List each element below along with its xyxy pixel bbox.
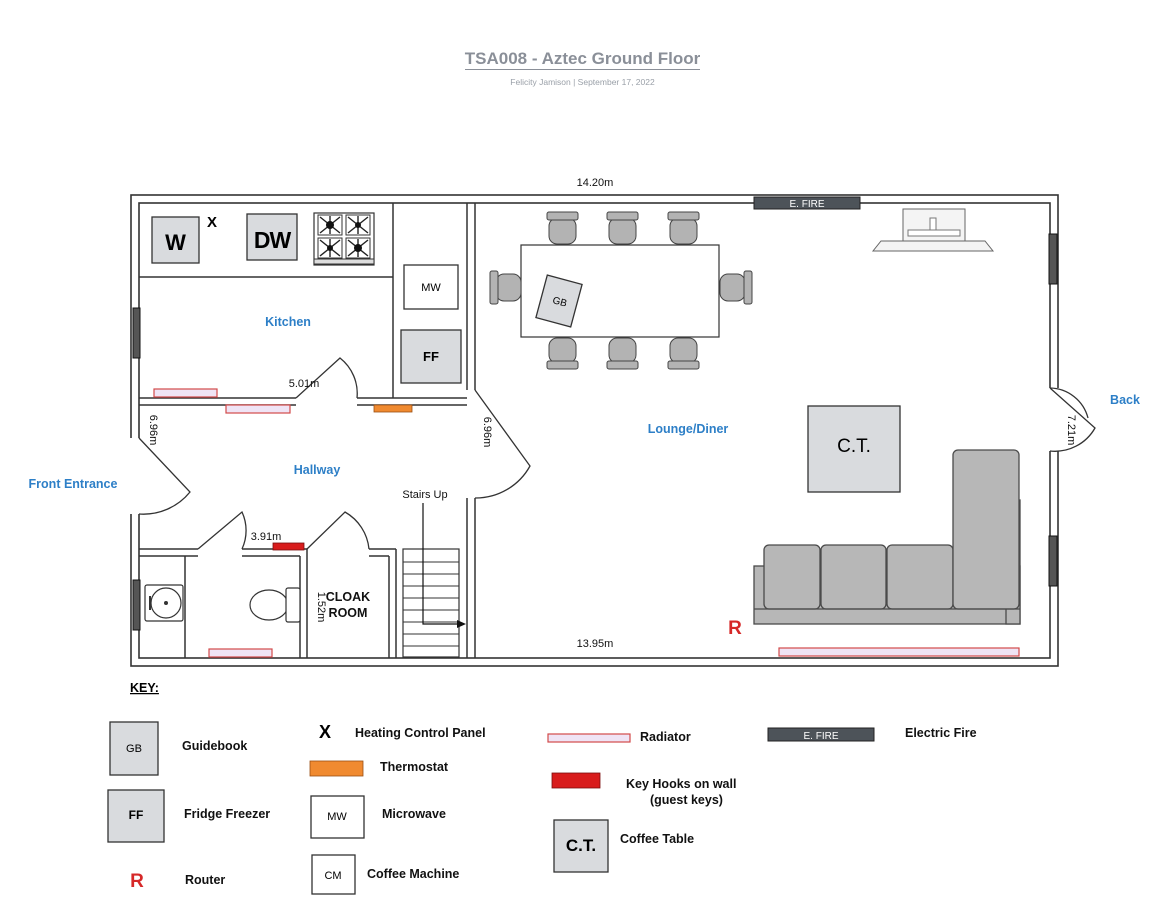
radiators [153, 388, 1020, 658]
chair [546, 211, 579, 245]
key-microwave-symbol-text: MW [327, 811, 347, 823]
key-router-symbol: R [130, 871, 144, 892]
washer [151, 216, 200, 264]
back-door-gap [1046, 388, 1061, 451]
dimension-hall-left: 6.96m [147, 415, 159, 446]
fireplace-icon [871, 208, 995, 252]
guidebook-label: GB [551, 295, 568, 309]
key-heating-label: Heating Control Panel [355, 726, 486, 740]
key-coffee-table-symbol-text: C.T. [566, 836, 596, 855]
key-key-hooks-label-1: Key Hooks on wall [626, 777, 736, 791]
chair [667, 211, 700, 245]
key-fridge-symbol-text: FF [129, 808, 144, 822]
dimension-back-wall: 7.21m [1065, 415, 1077, 446]
radiator [778, 647, 1020, 657]
back-door-label: Back [1110, 393, 1140, 407]
key-fridge-label: Fridge Freezer [184, 807, 270, 821]
key-radiator-symbol [547, 733, 631, 743]
door-swings [138, 357, 1096, 550]
key-guidebook-symbol [109, 721, 159, 776]
guidebook [535, 274, 583, 328]
chair [546, 337, 579, 370]
page-title: TSA008 - Aztec Ground Floor [464, 49, 701, 70]
key-electric-fire-symbol [767, 727, 875, 742]
dimension-top: 14.20m [577, 177, 614, 189]
stairs [402, 503, 466, 658]
chair [489, 270, 522, 305]
radiator [225, 404, 291, 414]
key-key-hooks-symbol [551, 772, 601, 789]
electric-fire [753, 196, 861, 210]
thermostat [373, 404, 413, 413]
chair [606, 337, 639, 370]
dimension-hall-right: 6.96m [481, 417, 493, 448]
fridge-freezer-label: FF [423, 349, 439, 364]
cloak-room-label-line1: CLOAK [326, 590, 370, 604]
key-fridge-symbol [107, 789, 165, 843]
key-thermostat-symbol [309, 760, 364, 777]
washer-label: W [165, 230, 186, 255]
electric-fire-label: E. FIRE [789, 199, 824, 210]
key-microwave-symbol [310, 795, 365, 839]
heating-control-icon: X [207, 214, 217, 231]
room-label-hallway: Hallway [294, 463, 341, 477]
key-coffee-machine-symbol [311, 854, 356, 895]
interior-walls [139, 203, 476, 658]
key-coffee-table-label: Coffee Table [620, 832, 694, 846]
key-heating-symbol: X [319, 722, 331, 742]
router: R [728, 618, 742, 639]
chair [719, 270, 753, 305]
coffee-table-label: C.T. [837, 436, 871, 457]
key-heading: KEY: [130, 681, 159, 695]
key-microwave-label: Microwave [382, 807, 446, 821]
key-hooks [272, 542, 305, 551]
key-guidebook-label: Guidebook [182, 739, 247, 753]
microwave [403, 264, 459, 310]
page-subtitle: Felicity Jamison | September 17, 2022 [510, 77, 655, 87]
key-coffee-machine-symbol-text: CM [324, 870, 341, 882]
key-key-hooks-label-2: (guest keys) [650, 793, 723, 807]
key-router-label: Router [185, 873, 225, 887]
front-door-gap [128, 438, 143, 514]
fridge-freezer [400, 329, 462, 384]
key-coffee-table-symbol [553, 819, 609, 873]
dimension-cloak: 1.52m [315, 592, 327, 623]
dishwasher-label: DW [254, 227, 292, 253]
front-entrance-label: Front Entrance [29, 477, 118, 491]
radiator [153, 388, 218, 398]
key-coffee-machine-label: Coffee Machine [367, 867, 459, 881]
corner-sofa [753, 449, 1021, 625]
key-guidebook-symbol-text: GB [126, 743, 142, 755]
room-label-lounge: Lounge/Diner [648, 422, 729, 436]
dimension-kitchen-width: 5.01m [289, 378, 320, 390]
key-thermostat-label: Thermostat [380, 760, 449, 774]
sink-icon [144, 584, 184, 622]
dining-chairs [489, 211, 753, 370]
microwave-label: MW [421, 282, 441, 294]
coffee-table [807, 405, 901, 493]
dimension-wc-width: 3.91m [251, 531, 282, 543]
chair [667, 337, 700, 370]
radiator [208, 648, 273, 658]
key-electric-fire-label: Electric Fire [905, 726, 977, 740]
dimension-bottom: 13.95m [577, 638, 614, 650]
dishwasher [246, 213, 298, 261]
key-electric-fire-symbol-text: E. FIRE [803, 731, 838, 742]
key-radiator-label: Radiator [640, 730, 691, 744]
stairs-label: Stairs Up [402, 489, 447, 501]
cloak-room-label-line2: ROOM [329, 606, 368, 620]
window [132, 233, 1058, 631]
room-label-kitchen: Kitchen [265, 315, 311, 329]
hob-icon [313, 212, 375, 266]
toilet-icon [249, 587, 301, 623]
chair [606, 211, 639, 245]
